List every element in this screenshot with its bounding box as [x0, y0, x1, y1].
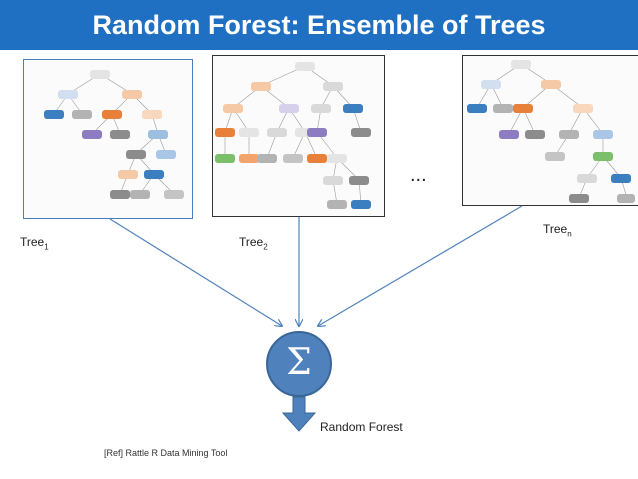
tree-thumbnail-1: [23, 59, 193, 219]
tree-label-n-sub: n: [567, 229, 572, 239]
tree-label-2-sub: 2: [263, 242, 268, 252]
slide-title: Random Forest: Ensemble of Trees: [92, 10, 546, 40]
reference-text: [Ref] Rattle R Data Mining Tool: [104, 448, 228, 458]
output-arrow: [281, 396, 317, 432]
ellipsis: ...: [410, 164, 427, 186]
sum-node: Σ: [266, 331, 332, 397]
decision-tree-1: [44, 70, 184, 199]
tree-thumbnail-2: [212, 55, 385, 217]
arrow-from-tree-1: [109, 218, 282, 326]
arrow-from-tree-n: [318, 205, 523, 326]
random-forest-label: Random Forest: [320, 420, 403, 434]
tree-label-n-text: Tree: [543, 222, 568, 236]
tree-thumbnail-n: [462, 55, 638, 206]
tree-label-1-text: Tree: [20, 235, 45, 249]
decision-tree-n: [467, 60, 635, 203]
tree-label-2-text: Tree: [239, 235, 264, 249]
decision-tree-2: [215, 62, 371, 209]
tree-label-1: Tree1: [20, 235, 49, 251]
title-bar: [0, 0, 638, 50]
tree-label-n: Treen: [543, 222, 572, 238]
tree-label-1-sub: 1: [44, 242, 49, 252]
tree-label-2: Tree2: [239, 235, 268, 251]
